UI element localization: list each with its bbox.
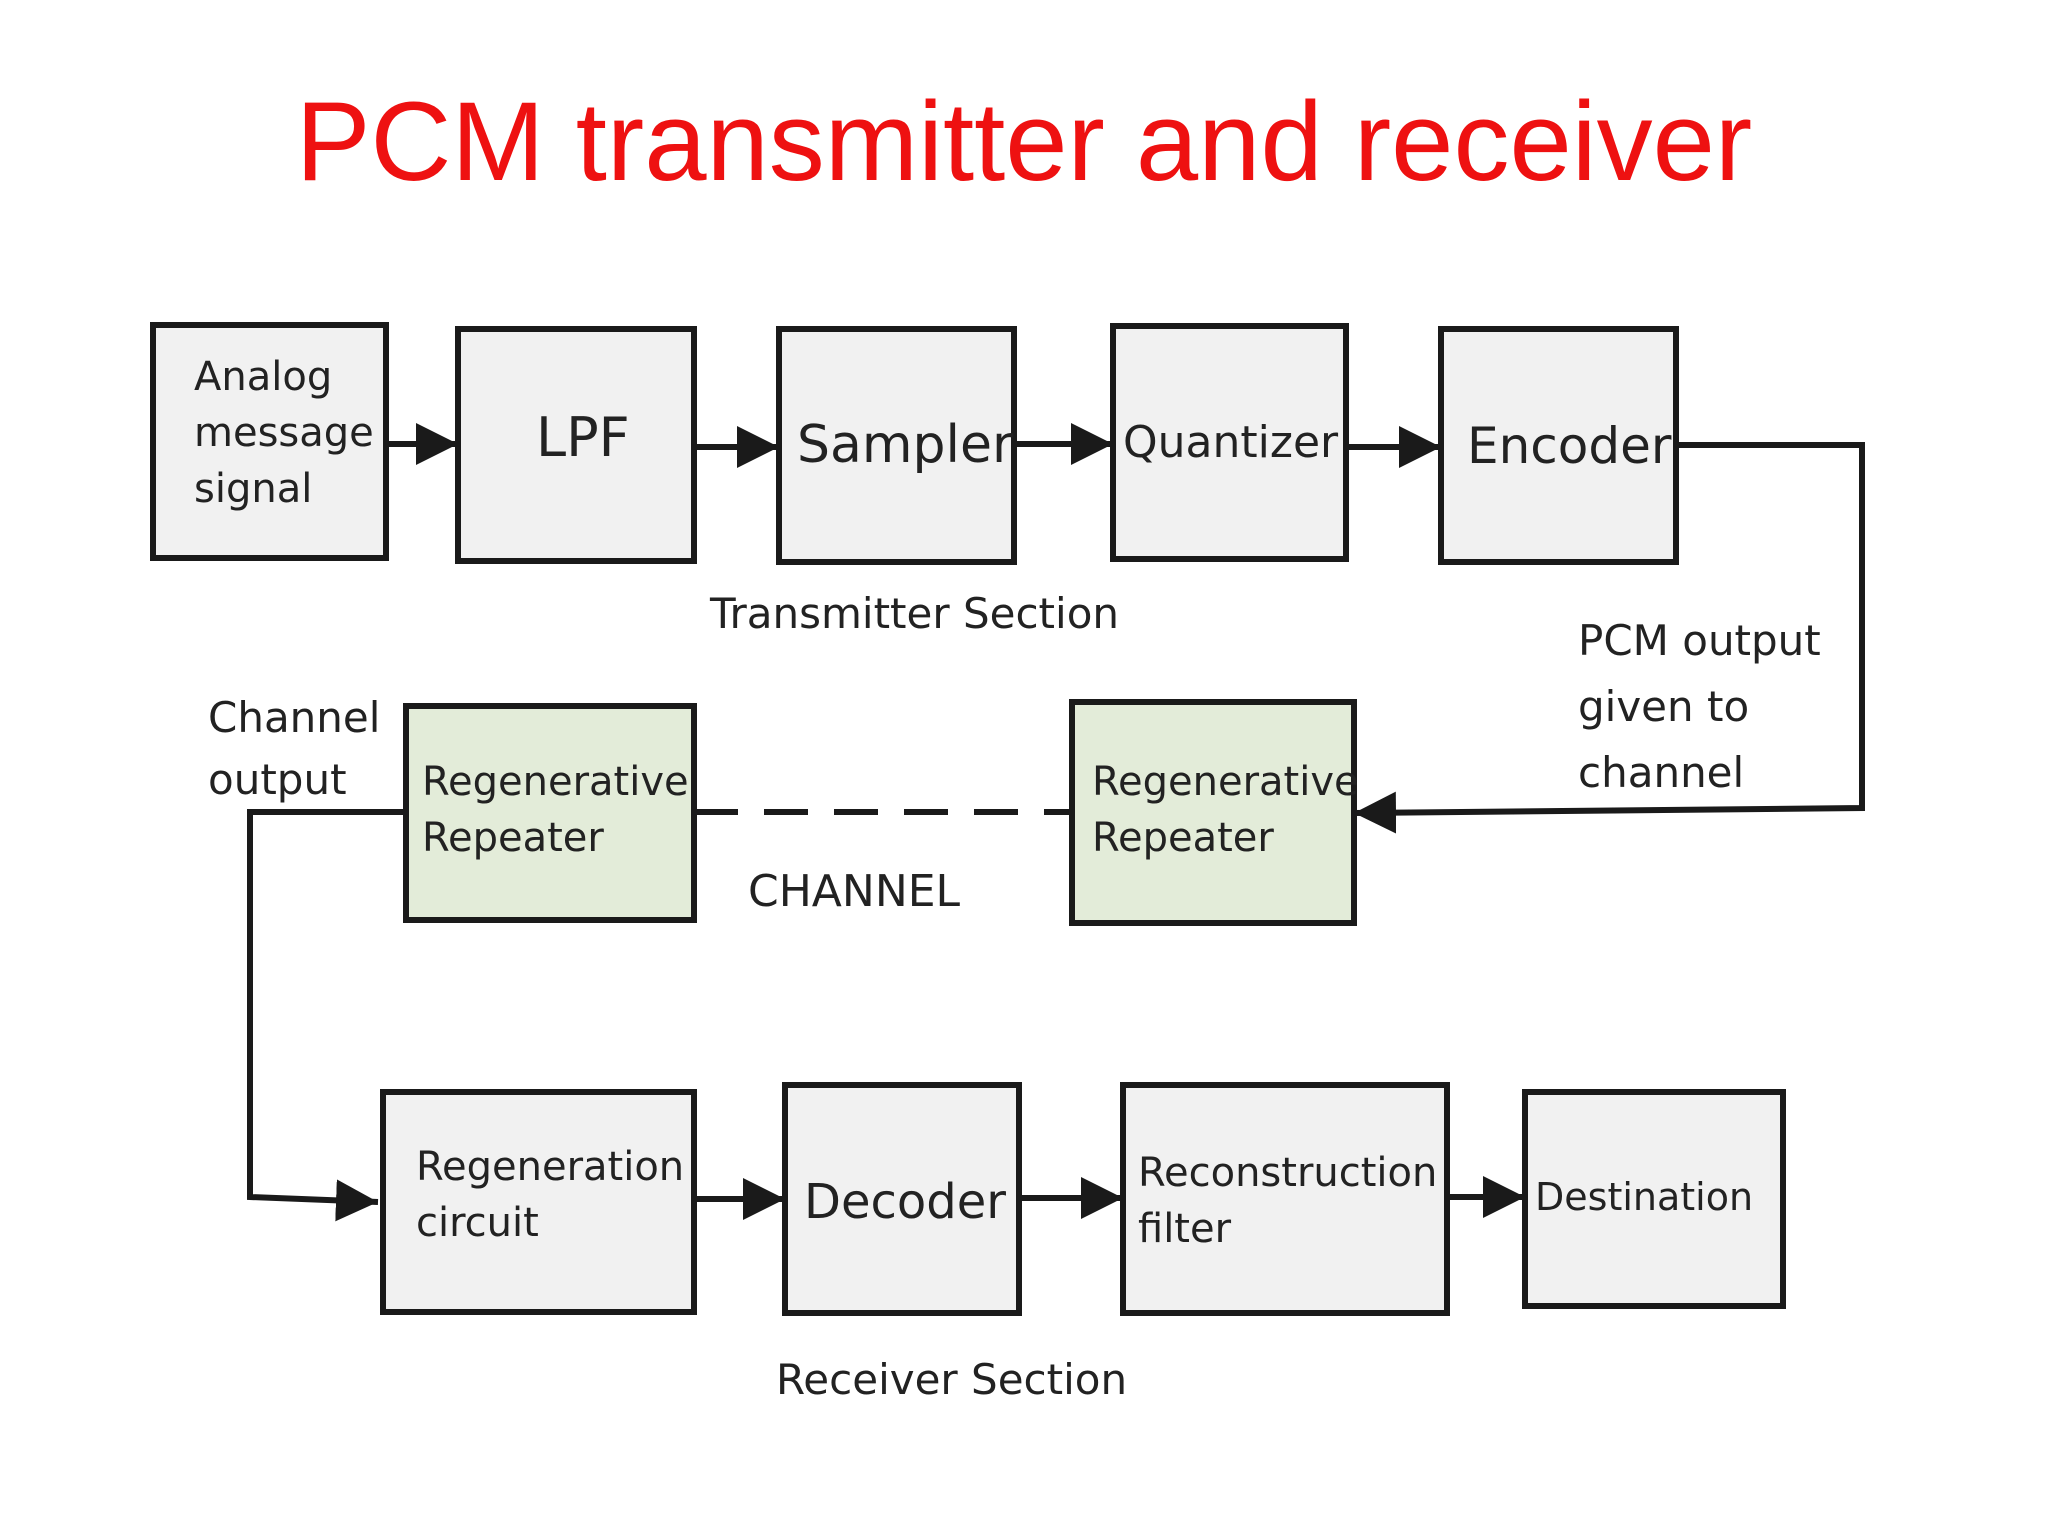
quantizer-block: Quantizer [1110,323,1349,562]
label-line: Receiver Section [776,1355,1127,1404]
label-line: Reconstruction [1138,1150,1437,1196]
label-line: message [194,410,374,456]
sampler-block: Sampler [776,326,1017,565]
lpf-block: LPF [455,326,697,564]
transmitter-section-caption: Transmitter Section [709,589,1119,638]
label-line: output [208,755,347,804]
label-line: Transmitter Section [709,589,1119,638]
encoder-block: Encoder [1438,326,1679,565]
label-line: given to [1578,682,1749,731]
label-line: Analog [194,354,332,400]
reconstruction-filter-block: Reconstruction filter [1120,1082,1450,1316]
label-line: Regenerative [422,759,689,805]
regeneration-circuit-block: Regeneration circuit [380,1089,697,1315]
decoder-block: Decoder [782,1082,1022,1316]
blocks: Analog message signal LPF Sampler Quantize… [150,322,1786,1316]
label-line: Encoder [1467,417,1672,475]
svg-text:Quantizer: Quantizer [1123,417,1339,468]
svg-text:LPF: LPF [536,406,630,469]
line-encoder-to-channel [1353,442,1865,834]
label-line: Regenerative [1092,759,1359,805]
pcm-output-caption: PCM output given to channel [1578,616,1821,797]
label-line: circuit [416,1200,539,1246]
captions: Transmitter Section PCM output given to ch… [208,589,1821,1404]
svg-text:Sampler: Sampler [797,415,1014,475]
label-line: channel [1578,748,1744,797]
svg-text:Destination: Destination [1535,1175,1753,1219]
label-line: Repeater [1092,815,1274,861]
channel-output-caption: Channel output [208,693,380,804]
receiver-section-caption: Receiver Section [776,1355,1127,1404]
label-line: Channel [208,693,380,742]
label-line: PCM output [1578,616,1821,665]
connectors [247,423,1865,1222]
analog-message-signal-block: Analog message signal [150,322,389,561]
label-line: CHANNEL [748,866,961,917]
label-line: signal [194,466,312,512]
label-line: filter [1138,1206,1232,1252]
label-line: Sampler [797,415,1014,475]
label-line: Quantizer [1123,417,1339,468]
page-title: PCM transmitter and receiver [295,79,1753,204]
channel-caption: CHANNEL [748,866,961,917]
destination-block: Destination [1522,1089,1786,1309]
label-line: Decoder [804,1174,1006,1230]
line-channel-output-to-regeneration [247,809,406,1222]
label-line: Repeater [422,815,604,861]
label-line: Destination [1535,1175,1753,1219]
label-line: Regeneration [416,1144,684,1190]
label-line: LPF [536,406,630,469]
svg-text:Encoder: Encoder [1467,417,1672,475]
svg-text:Decoder: Decoder [804,1174,1006,1230]
